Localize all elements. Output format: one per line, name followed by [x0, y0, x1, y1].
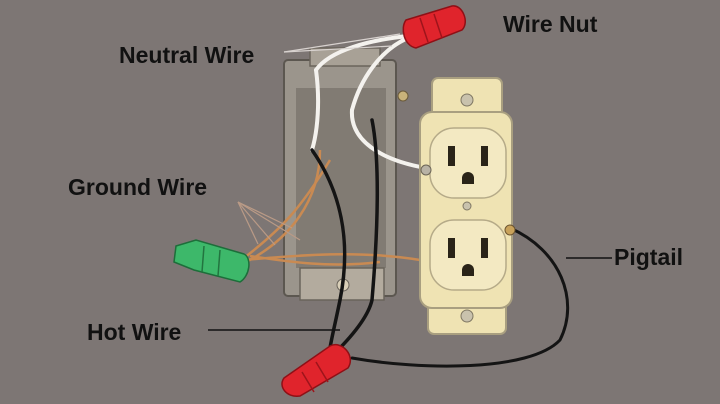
hot-wire-label: Hot Wire — [87, 319, 182, 345]
hot-wire — [310, 118, 379, 354]
receptacle — [419, 77, 516, 335]
neutral-wire-label: Neutral Wire — [119, 42, 255, 68]
ground-wire-label: Ground Wire — [68, 174, 208, 200]
pigtail-wire — [350, 226, 570, 368]
ground-wire — [243, 149, 421, 266]
neutral-wire-leaders — [283, 33, 401, 53]
wire-nut-top — [402, 5, 466, 49]
wire-nut-label: Wire Nut — [503, 11, 598, 37]
ground-wire-leaders — [237, 201, 301, 246]
wire-nut-bottom — [281, 343, 351, 397]
neutral-wire — [310, 34, 428, 170]
wire-nut-ground — [173, 239, 250, 283]
pigtail-label: Pigtail — [614, 244, 684, 270]
